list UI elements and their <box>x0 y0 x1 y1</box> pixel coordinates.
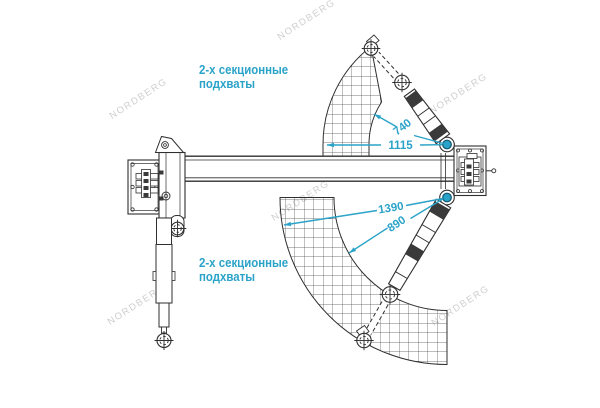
upper-arm-pivot <box>442 139 452 150</box>
upper-arm-pad <box>361 39 381 58</box>
dimension-1115-leader <box>327 142 443 148</box>
lower-arm-joint <box>379 284 401 305</box>
dimension-1115-label: 1115 <box>388 140 413 152</box>
upper-arms-note-line2: подхваты <box>199 75 255 91</box>
dimension-890-label: 890 <box>386 214 409 235</box>
upper-arm-extension <box>373 51 399 79</box>
left-lock-mechanism <box>135 169 159 198</box>
dimension-740-leader <box>373 113 444 145</box>
lower-arm-body <box>387 198 452 292</box>
left-post-assembly <box>127 135 187 350</box>
upper-swing-zone-hatch <box>322 45 383 157</box>
lower-arm-pivot <box>442 192 452 203</box>
left-top-lug <box>154 135 185 153</box>
lower-arm-extension <box>364 301 389 335</box>
pivot-markers <box>442 139 452 203</box>
right-plate-bolts <box>456 148 484 193</box>
dimension-1390-leader <box>283 197 444 227</box>
right-anchor-pin <box>486 168 497 174</box>
lower-arms-note-line1: 2-х секционные <box>199 255 289 270</box>
cross-beam <box>175 155 454 182</box>
lower-arms-note-line2: подхваты <box>199 268 255 284</box>
left-arm-pad <box>154 331 174 350</box>
nordberg-watermark: NORDBERG <box>108 76 170 122</box>
nordberg-watermark: NORDBERG <box>428 71 490 117</box>
upper-arm <box>361 34 455 153</box>
dimension-1390-label: 1390 <box>377 201 404 217</box>
upper-arms-note: 2-х секционные подхваты <box>199 63 288 90</box>
dimension-740-label: 740 <box>391 117 414 138</box>
left-carriage <box>158 151 186 219</box>
right-post-assembly <box>440 145 497 197</box>
upper-arms-note-line1: 2-х секционные <box>199 62 289 77</box>
upper-arm-joint <box>392 72 412 93</box>
lower-arm <box>354 189 455 351</box>
left-arm <box>152 217 176 350</box>
lower-arm-pad <box>354 330 374 351</box>
lower-swing-zone-hatch <box>279 197 448 366</box>
nordberg-watermark: NORDBERG <box>276 0 338 43</box>
right-lock-mechanism <box>458 153 482 187</box>
swing-zones <box>279 45 448 366</box>
lower-arms-note: 2-х секционные подхваты <box>199 256 288 283</box>
dimension-890-leader <box>348 198 444 254</box>
